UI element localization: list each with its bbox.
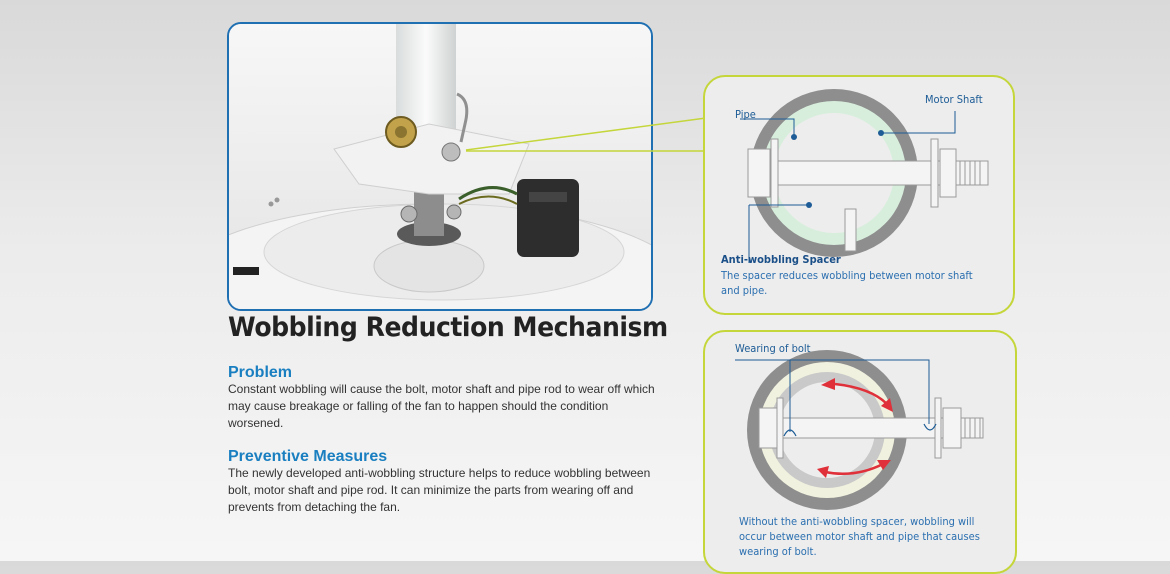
problem-heading: Problem (228, 364, 293, 381)
product-photo (227, 22, 653, 311)
spacer-diagram-panel: Pipe Motor Shaft Anti-wobbling Spacer Th… (703, 75, 1015, 315)
spacer-description: The spacer reduces wobbling between moto… (721, 269, 973, 297)
fan-motor-illustration (229, 24, 651, 309)
page-title: Wobbling Reduction Mechanism (228, 312, 668, 343)
spacer-title-label: Anti-wobbling Spacer (721, 253, 841, 266)
wearing-diagram-panel: Wearing of bolt Without the anti-wobblin… (703, 330, 1017, 574)
wearing-description: Without the anti-wobbling spacer, wobbli… (739, 515, 980, 558)
motor-shaft-label: Motor Shaft (925, 93, 983, 106)
wearing-of-bolt-label: Wearing of bolt (735, 342, 811, 355)
spacer-cross-section-diagram (740, 89, 989, 263)
preventive-measures-text: The newly developed anti-wobbling struct… (228, 466, 651, 514)
problem-text: Constant wobbling will cause the bolt, m… (228, 382, 655, 430)
preventive-measures-heading: Preventive Measures (228, 448, 388, 465)
wearing-cross-section-diagram (735, 350, 984, 510)
pipe-label: Pipe (735, 108, 756, 121)
